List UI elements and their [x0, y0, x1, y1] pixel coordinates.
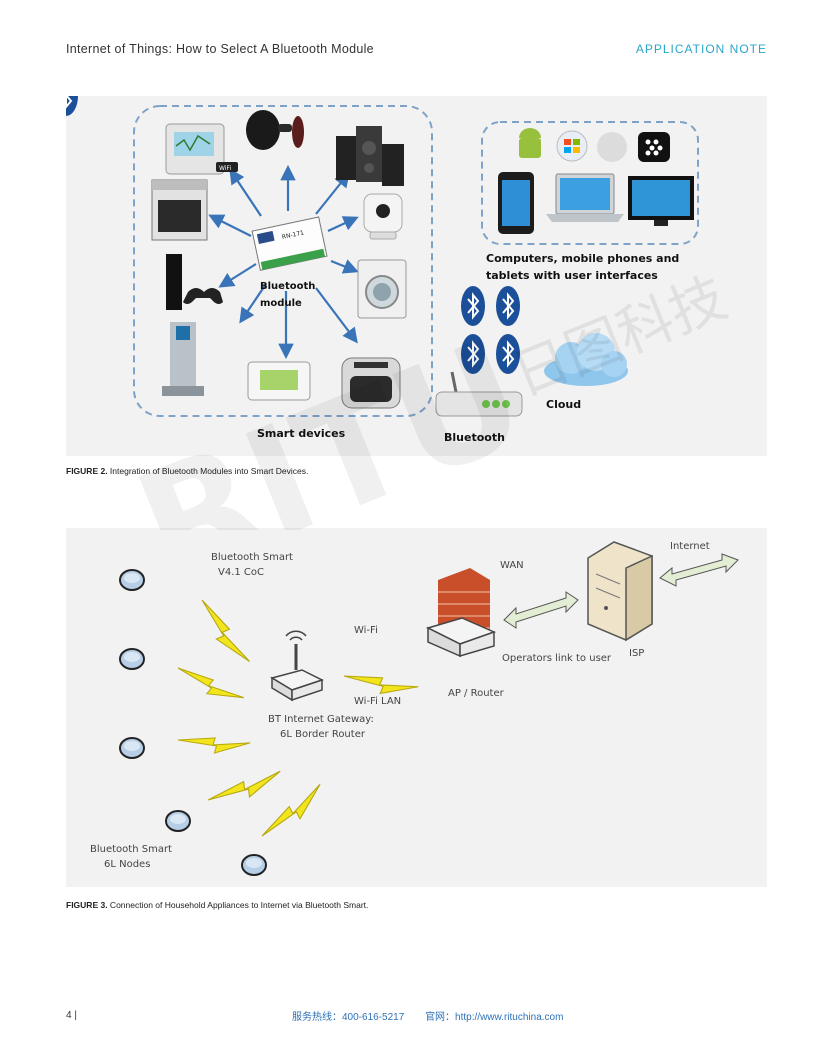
- washer-device-icon: [357, 259, 407, 319]
- module-label-1: Bluetooth: [260, 281, 315, 292]
- bluetooth-badges: [66, 96, 521, 375]
- kiosk-device-icon: [162, 322, 204, 396]
- module-label-2: module: [260, 298, 302, 309]
- apple-icon: [597, 132, 627, 162]
- gateway-label-2: 6L Border Router: [280, 729, 366, 740]
- figure-2-caption-prefix: FIGURE 2.: [66, 466, 108, 476]
- blackberry-logo-icon: [645, 139, 663, 156]
- isp-label: ISP: [629, 648, 644, 659]
- cloud-icon: [544, 333, 628, 386]
- smart-devices-label: Smart devices: [257, 427, 346, 440]
- gateway-label-1: BT Internet Gateway:: [268, 714, 374, 725]
- bluetooth-icon: [460, 333, 486, 375]
- header-title: Internet of Things: How to Select A Blue…: [66, 42, 374, 56]
- node-icon: [119, 648, 145, 670]
- figure-2-caption: FIGURE 2. Integration of Bluetooth Modul…: [66, 466, 308, 476]
- nodes-label-1: Bluetooth Smart: [90, 844, 172, 855]
- bluetooth-module-chip: RN-171: [251, 216, 328, 271]
- footer-website[interactable]: 官网：http://www.rituchina.com: [425, 1012, 564, 1023]
- node-icon: [119, 569, 145, 591]
- monitor-device-icon: [165, 123, 225, 175]
- wifi-label: Wi-Fi: [354, 625, 378, 636]
- computers-label-2: tablets with user interfaces: [486, 269, 658, 282]
- operators-label: Operators link to user: [502, 653, 612, 664]
- isp-server-icon: [587, 541, 653, 642]
- header-tag: APPLICATION NOTE: [635, 42, 767, 56]
- bluetooth-icon: [495, 333, 521, 375]
- thermostat-device-icon: [247, 361, 311, 401]
- computers-group: [481, 121, 699, 245]
- gaming-device-icon: [166, 254, 223, 310]
- firewall-router-icon: [425, 568, 497, 658]
- footer-contact: 服务热线：400-616-5217 官网：http://www.rituchin…: [292, 1008, 581, 1023]
- smart-devices-group: [133, 105, 433, 417]
- internet-arrow: [659, 553, 739, 587]
- tv-icon: [628, 176, 694, 226]
- phone-icon: [498, 172, 534, 234]
- node-icon: [241, 854, 267, 876]
- cloud-label: Cloud: [546, 398, 581, 411]
- internet-label: Internet: [670, 541, 710, 552]
- footer-hotline: 服务热线：400-616-5217: [292, 1012, 405, 1023]
- wan-label: WAN: [500, 560, 524, 571]
- figure-3-caption: FIGURE 3. Connection of Household Applia…: [66, 900, 368, 910]
- figure-2-caption-text: Integration of Bluetooth Modules into Sm…: [107, 466, 309, 476]
- bluetooth-icon: [460, 285, 486, 327]
- figure-3-diagram: Bluetooth Smart V4.1 CoC BT Internet Gat…: [66, 528, 767, 887]
- wifi-badge-label: WiFi: [219, 165, 231, 172]
- camera-device-icon: [363, 193, 403, 240]
- bt-smart-label-1: Bluetooth Smart: [211, 552, 293, 563]
- chip-label: RN-171: [281, 229, 304, 241]
- arrows: [208, 164, 359, 360]
- bluetooth-icon: [495, 285, 521, 327]
- figure-3-caption-prefix: FIGURE 3.: [66, 900, 108, 910]
- wan-arrow: [503, 591, 579, 629]
- computers-label-1: Computers, mobile phones and: [486, 252, 679, 265]
- android-icon: [519, 128, 541, 158]
- wifi-lan-label: Wi-Fi LAN: [354, 696, 401, 707]
- laptop-icon: [546, 173, 624, 222]
- ap-router-label: AP / Router: [448, 688, 505, 699]
- figure-2-illustration: RN-171 Bluetooth module WiFi: [66, 96, 767, 456]
- windows-logo-icon: [564, 139, 580, 153]
- router-icon: [435, 371, 523, 417]
- node-icon: [165, 810, 191, 832]
- speakers-device-icon: [336, 126, 404, 186]
- node-icon: [119, 737, 145, 759]
- bluetooth-nodes: [119, 569, 267, 876]
- bt-smart-label-2: V4.1 CoC: [218, 567, 264, 578]
- page-number: 4 |: [66, 1010, 77, 1021]
- figure-3-caption-text: Connection of Household Appliances to In…: [107, 900, 369, 910]
- bluetooth-label: Bluetooth: [444, 431, 505, 444]
- wifi-badge-icon: WiFi: [216, 162, 238, 172]
- windows-icon: [556, 130, 588, 162]
- nodes-label-2: 6L Nodes: [104, 859, 150, 870]
- headset-device-icon: [246, 110, 304, 150]
- stove-device-icon: [151, 179, 208, 241]
- gateway-icon: [270, 630, 324, 702]
- toaster-device-icon: [341, 357, 401, 409]
